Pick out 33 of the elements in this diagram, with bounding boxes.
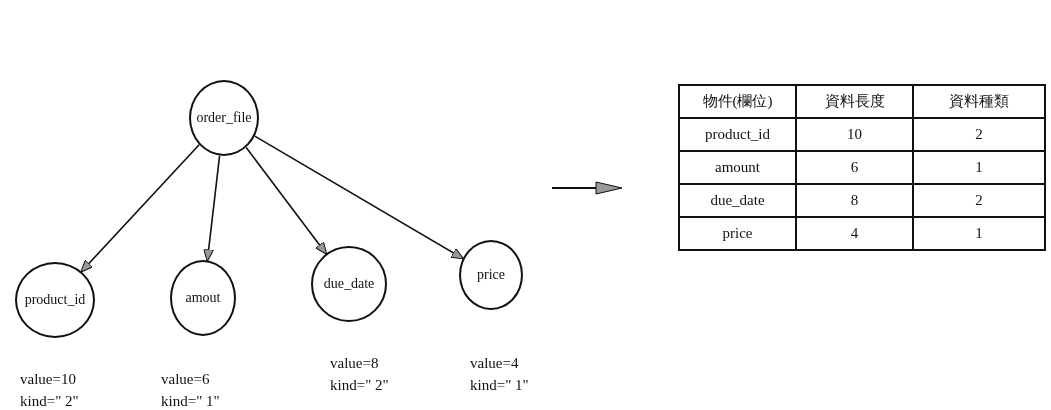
table-cell: 1 xyxy=(913,151,1045,184)
node-label: product_id xyxy=(24,292,86,308)
node-label: price xyxy=(477,267,505,283)
ellipse-node xyxy=(189,80,259,156)
table-cell: 8 xyxy=(796,184,913,217)
table-cell: amount xyxy=(679,151,796,184)
arrow xyxy=(80,143,200,273)
node-label: order_file xyxy=(196,110,252,126)
table-cell: 2 xyxy=(913,118,1045,151)
header-cell: 資料種類 xyxy=(913,85,1045,118)
arrow xyxy=(245,146,328,255)
node-label: amout xyxy=(185,290,221,306)
table-cell: 6 xyxy=(796,151,913,184)
annotation-text: kind=" 2" xyxy=(330,376,389,395)
table-cell: 10 xyxy=(796,118,913,151)
header-cell: 資料長度 xyxy=(796,85,913,118)
table-cell: price xyxy=(679,217,796,250)
annotation-text: value=8 xyxy=(330,354,380,373)
table-cell: due_date xyxy=(679,184,796,217)
annotation-text: value=10 xyxy=(20,370,77,389)
arrow xyxy=(254,135,465,260)
annotation-text: value=6 xyxy=(161,370,211,389)
annotation-text: kind=" 1" xyxy=(161,392,220,410)
annotation-text: kind=" 1" xyxy=(470,376,529,395)
header-cell: 物件(欄位) xyxy=(679,85,796,118)
table-cell: 2 xyxy=(913,184,1045,217)
table-cell: 1 xyxy=(913,217,1045,250)
node-label: due_date xyxy=(323,276,375,292)
table-cell: product_id xyxy=(679,118,796,151)
annotation-text: value=4 xyxy=(470,354,520,373)
table-cell: 4 xyxy=(796,217,913,250)
annotation-text: kind=" 2" xyxy=(20,392,79,410)
arrow xyxy=(203,154,221,262)
